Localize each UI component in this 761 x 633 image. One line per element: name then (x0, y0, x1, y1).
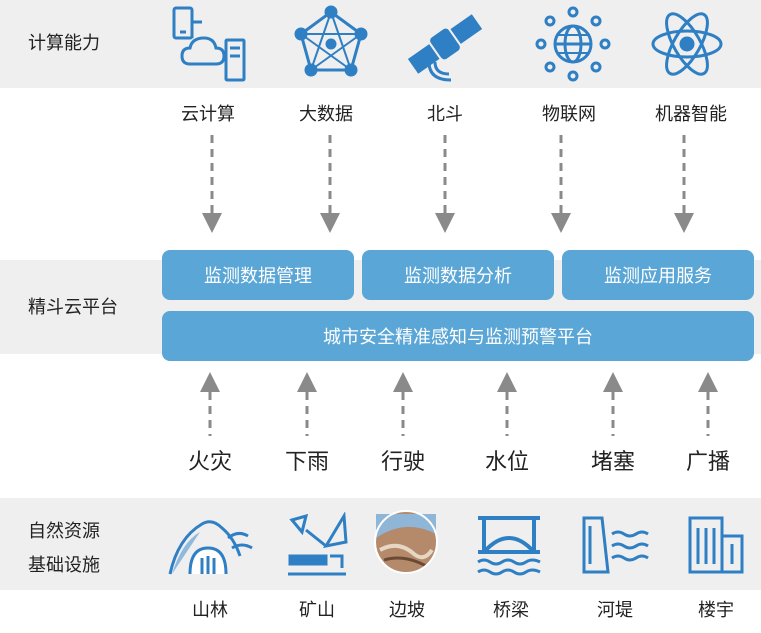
platform-main: 城市安全精准感知与监测预警平台 (162, 311, 754, 361)
iot-globe-icon (533, 4, 613, 84)
module-application-service: 监测应用服务 (562, 250, 754, 300)
event-water-level: 水位 (484, 450, 529, 475)
infrastructure-section-title-line1: 自然资源 (28, 521, 100, 542)
module-data-analysis: 监测数据分析 (362, 250, 554, 300)
atom-ai-icon (647, 4, 727, 84)
infrastructure-section-title-line2: 基础设施 (28, 555, 100, 576)
big-data-network-icon (291, 4, 371, 84)
event-blockage: 堵塞 (590, 450, 635, 475)
platform-section-title: 精斗云平台 (28, 297, 118, 318)
infrastructure-label-forest: 山林 (192, 600, 228, 621)
infrastructure-label-slope: 边坡 (389, 600, 425, 621)
down-arrow-icon (672, 135, 696, 235)
up-arrow-icon (601, 370, 625, 436)
up-arrow-icon (495, 370, 519, 436)
bridge-icon (474, 512, 544, 578)
up-arrow-icon (198, 370, 222, 436)
down-arrow-icon (549, 135, 573, 235)
infrastructure-label-mine: 矿山 (299, 600, 335, 621)
up-arrow-icon (391, 370, 415, 436)
capability-label-beidou: 北斗 (427, 104, 463, 125)
capability-label-iot: 物联网 (542, 104, 596, 125)
down-arrow-icon (433, 135, 457, 235)
infrastructure-label-building: 楼宇 (698, 600, 734, 621)
slope-photo-icon (374, 510, 438, 574)
dam-icon (580, 514, 650, 576)
down-arrow-icon (200, 135, 224, 235)
event-broadcast: 广播 (685, 450, 730, 475)
mine-excavator-icon (286, 512, 348, 580)
mountain-forest-icon (168, 508, 254, 580)
up-arrow-icon (295, 370, 319, 436)
capability-label-cloud: 云计算 (181, 104, 235, 125)
event-rain: 下雨 (284, 450, 329, 475)
down-arrow-icon (318, 135, 342, 235)
capability-label-bigdata: 大数据 (299, 104, 353, 125)
event-fire: 火灾 (187, 450, 232, 475)
compute-section-title: 计算能力 (28, 33, 100, 54)
cloud-computing-icon (168, 4, 248, 84)
module-data-management: 监测数据管理 (162, 250, 354, 300)
building-icon (686, 514, 746, 576)
event-driving: 行驶 (380, 450, 425, 475)
up-arrow-icon (696, 370, 720, 436)
infrastructure-label-bridge: 桥梁 (493, 600, 529, 621)
compute-band (0, 0, 761, 88)
satellite-icon (405, 4, 485, 84)
capability-label-ai: 机器智能 (655, 104, 727, 125)
infrastructure-label-levee: 河堤 (597, 600, 633, 621)
